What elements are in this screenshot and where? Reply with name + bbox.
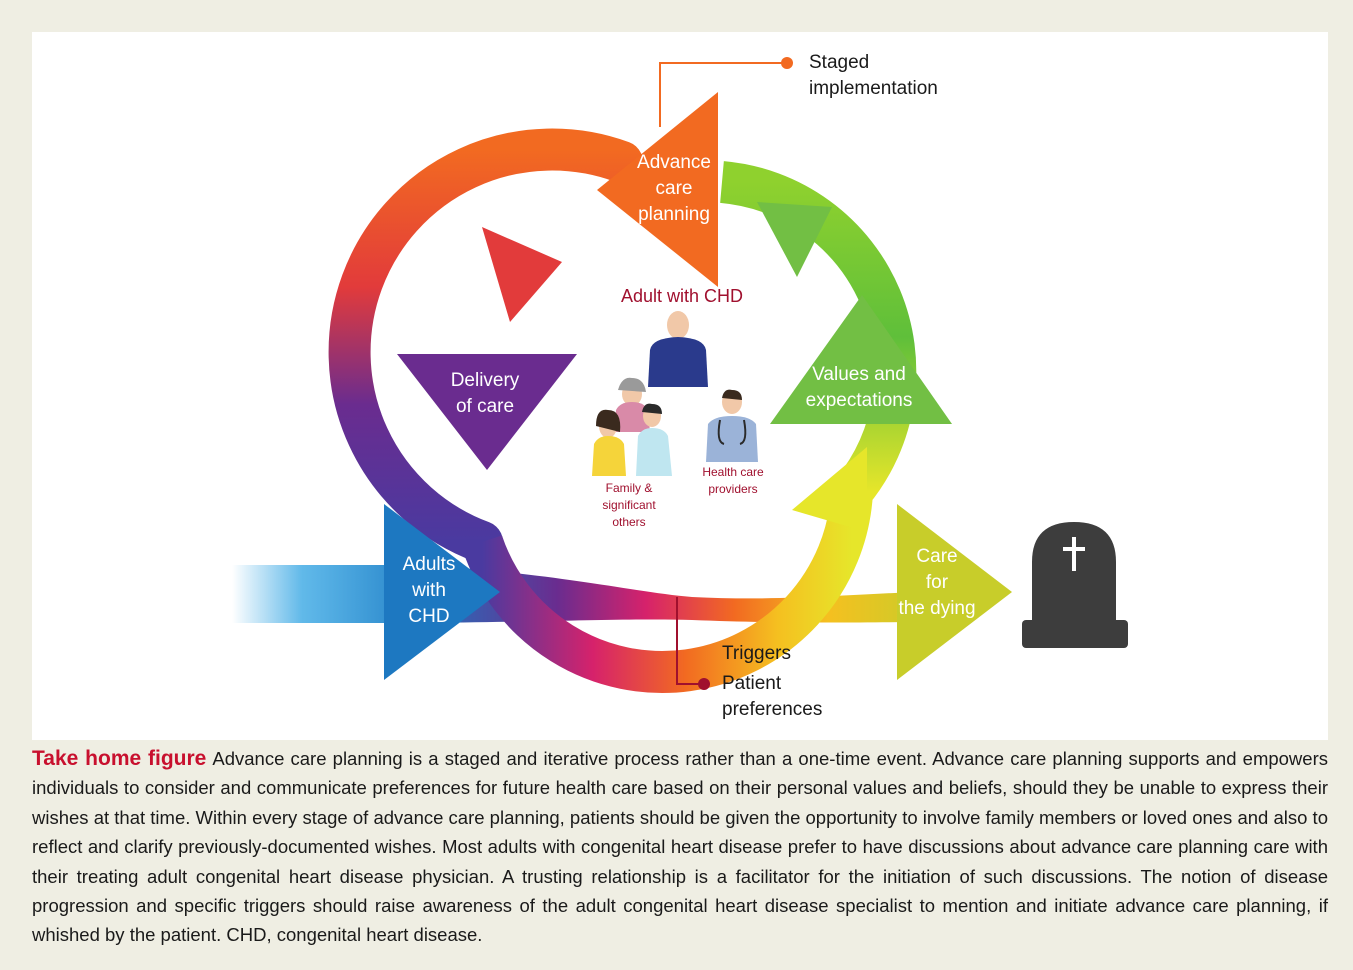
stage-values-and-expectations bbox=[770, 295, 952, 424]
family-label-line-2: significant bbox=[602, 498, 656, 512]
stage-delivery-of-care bbox=[397, 354, 577, 470]
adult-patient-icon bbox=[648, 311, 708, 387]
caption-label: Take home figure bbox=[32, 747, 207, 770]
arrowhead-red bbox=[482, 227, 562, 322]
adults-with-chd-line-1: Adults bbox=[403, 554, 456, 575]
values-line-1: Values and bbox=[812, 364, 906, 385]
arrowhead-green bbox=[757, 202, 832, 277]
center-title: Adult with CHD bbox=[621, 286, 743, 306]
values-line-2: expectations bbox=[806, 390, 913, 411]
patient-preferences-line-2: preferences bbox=[722, 699, 822, 720]
figure-panel: Advance care planning Delivery of care V… bbox=[32, 32, 1328, 740]
cycle-ring bbox=[328, 128, 917, 693]
acp-cycle-diagram: Advance care planning Delivery of care V… bbox=[232, 52, 1128, 720]
providers-label-line-1: Health care bbox=[702, 465, 764, 479]
staged-implementation-dot bbox=[781, 57, 793, 69]
triggers-leader bbox=[676, 597, 704, 685]
patient-preferences-line-1: Patient bbox=[722, 673, 782, 694]
stage-advance-care-planning bbox=[597, 92, 718, 287]
advance-care-planning-line-2: care bbox=[656, 178, 693, 199]
delivery-of-care-line-1: Delivery bbox=[451, 370, 520, 391]
triggers-dot bbox=[698, 678, 710, 690]
health-care-provider-icon bbox=[706, 389, 758, 462]
tombstone-icon bbox=[1022, 522, 1128, 648]
delivery-of-care-line-2: of care bbox=[456, 396, 514, 417]
arrowhead-yellow bbox=[792, 447, 867, 532]
care-for-dying-line-2: for bbox=[926, 572, 949, 593]
family-icon bbox=[592, 377, 672, 476]
caption-text: Advance care planning is a staged and it… bbox=[32, 748, 1328, 946]
advance-care-planning-line-3: planning bbox=[638, 204, 710, 225]
staged-implementation-line-2: implementation bbox=[809, 78, 938, 99]
providers-label-line-2: providers bbox=[708, 482, 757, 496]
stage-adults-with-chd bbox=[384, 504, 500, 680]
adults-with-chd-line-3: CHD bbox=[408, 606, 449, 627]
triggers-label: Triggers bbox=[722, 643, 791, 664]
family-label-line-1: Family & bbox=[606, 481, 653, 495]
care-for-dying-line-1: Care bbox=[916, 546, 957, 567]
staged-implementation-line-1: Staged bbox=[809, 52, 869, 73]
adults-with-chd-line-2: with bbox=[411, 580, 446, 601]
care-for-dying-line-3: the dying bbox=[898, 598, 975, 619]
advance-care-planning-line-1: Advance bbox=[637, 152, 711, 173]
stage-care-for-the-dying bbox=[897, 504, 1012, 680]
family-label-line-3: others bbox=[612, 515, 645, 529]
staged-implementation-leader bbox=[659, 62, 787, 127]
